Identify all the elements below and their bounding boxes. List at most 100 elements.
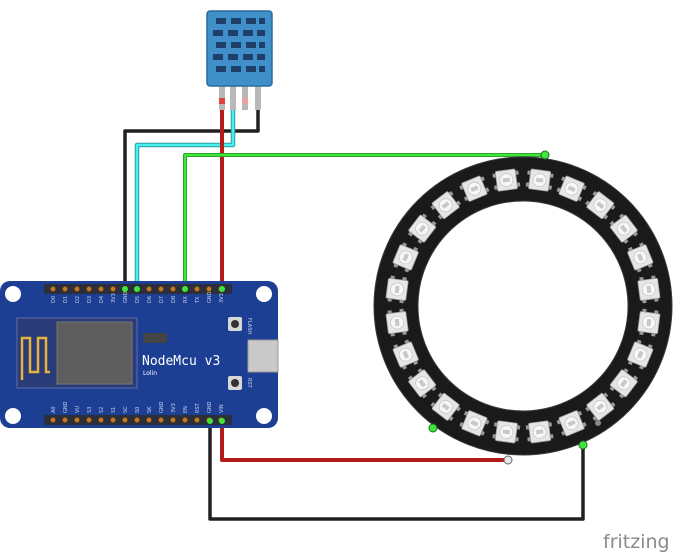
top-header-pin-label: D5: [135, 296, 141, 303]
top-header-pin: [145, 285, 152, 292]
bottom-header-pin-label: SC: [123, 406, 129, 413]
top-header-pin-label: D4: [99, 296, 105, 303]
bottom-header-pin: [169, 416, 176, 423]
bottom-header-pin-label: A0: [51, 406, 57, 413]
ring-led: [585, 392, 616, 422]
top-header-pin: [193, 285, 200, 292]
reset-label: RST: [246, 378, 252, 389]
top-header-pin-label: D7: [159, 296, 165, 303]
fritzing-watermark: fritzing: [603, 531, 670, 553]
board-vendor: Lolin: [143, 370, 157, 377]
mounting-hole: [5, 408, 21, 424]
top-header-pin: [98, 285, 105, 292]
ring-led: [459, 175, 490, 202]
ring-led: [407, 213, 437, 244]
top-header-pin: [205, 285, 212, 292]
bottom-header-pin: [145, 416, 152, 423]
bottom-header-pin-label: RST: [195, 402, 201, 413]
neopixel-ring: [373, 150, 673, 465]
top-header-pin-label: 3V3: [111, 293, 117, 303]
usb-port: [247, 339, 279, 373]
sensor-legs: [219, 84, 261, 110]
ring-led: [392, 339, 419, 370]
ring-led: [392, 242, 419, 273]
ring-led: [627, 339, 654, 370]
bottom-header-pin-label: VU: [75, 406, 81, 413]
ring-led: [430, 392, 461, 422]
bottom-header-pin-label: EN: [183, 406, 189, 413]
top-header-pin: [62, 285, 69, 292]
bottom-header-pin-label: S2: [99, 407, 105, 413]
bottom-header-pin-label: GND: [159, 401, 165, 413]
wires: [123, 105, 585, 521]
pad-data-in: [540, 150, 550, 160]
ring-led: [385, 308, 409, 337]
pad-power: [503, 455, 513, 465]
bottom-header-pin-label: GND: [207, 401, 213, 413]
ring-led: [609, 368, 639, 399]
ring-led: [609, 213, 639, 244]
top-header-pin-label: D8: [171, 296, 177, 303]
bottom-header-pin-label: GND: [63, 401, 69, 413]
bottom-header-pin: [86, 416, 93, 423]
bottom-header-pin: [62, 416, 69, 423]
top-header-pin-label: GND: [123, 291, 129, 303]
top-header-pin-label: RX: [183, 296, 189, 303]
top-header-pin: [157, 285, 164, 292]
esp-module: [16, 317, 138, 389]
board-name: NodeMcu v3: [142, 354, 220, 369]
wire-ring-power: [220, 421, 510, 462]
bottom-header-pin: [122, 416, 129, 423]
ring-led: [385, 275, 409, 304]
top-header-pin-label: D3: [87, 296, 93, 303]
bottom-header-pin-label: VIN: [219, 404, 225, 413]
top-header-pin-label: D2: [75, 296, 81, 303]
top-header-pin-label: 3V3: [219, 293, 225, 303]
ring-led: [637, 275, 661, 304]
top-header-pin-label: D0: [51, 296, 57, 303]
bottom-header-pin-label: S3: [87, 407, 93, 413]
reset-button[interactable]: [228, 376, 242, 390]
sensor-grille: [213, 18, 265, 72]
flash-label: FLASH: [246, 318, 252, 334]
top-header-pin: [50, 285, 57, 292]
bottom-header-pin: [50, 416, 57, 423]
ring-led: [556, 410, 587, 437]
top-header-pin-label: D6: [147, 296, 153, 303]
mounting-hole: [256, 408, 272, 424]
ring-led: [637, 308, 661, 337]
bottom-header-pin-label: SK: [147, 406, 153, 413]
mounting-hole: [256, 286, 272, 302]
flash-button[interactable]: [228, 317, 242, 331]
ring-led: [492, 168, 521, 192]
antenna-trace: [20, 336, 50, 380]
top-header-pin-label: D1: [63, 296, 69, 303]
ring-led: [459, 410, 490, 437]
ring-led: [430, 190, 461, 220]
ring-led: [407, 368, 437, 399]
bottom-header-pin-label: S0: [135, 407, 141, 413]
chip-small: [143, 333, 167, 343]
bottom-header-pin-label: S1: [111, 407, 117, 413]
top-header-pin-label: GND: [207, 291, 213, 303]
bottom-header-pin: [193, 416, 200, 423]
top-header-pin: [169, 285, 176, 292]
top-header-pin: [74, 285, 81, 292]
ring-pcb: [374, 157, 672, 455]
bottom-header-pin: [110, 416, 117, 423]
top-header-pin: [86, 285, 93, 292]
ring-led: [525, 168, 554, 192]
ring-led: [492, 420, 521, 444]
bottom-header-pin: [74, 416, 81, 423]
wire-ring-ground: [208, 421, 585, 521]
pad-ground: [578, 440, 588, 450]
mounting-hole: [5, 286, 21, 302]
esp-shield: [56, 321, 133, 385]
top-header-pin-label: TX: [195, 296, 201, 304]
bottom-header-pin-label: 3V3: [171, 403, 177, 413]
dht-sensor: [206, 10, 273, 110]
bottom-header-pin: [133, 416, 140, 423]
ring-led: [556, 175, 587, 202]
